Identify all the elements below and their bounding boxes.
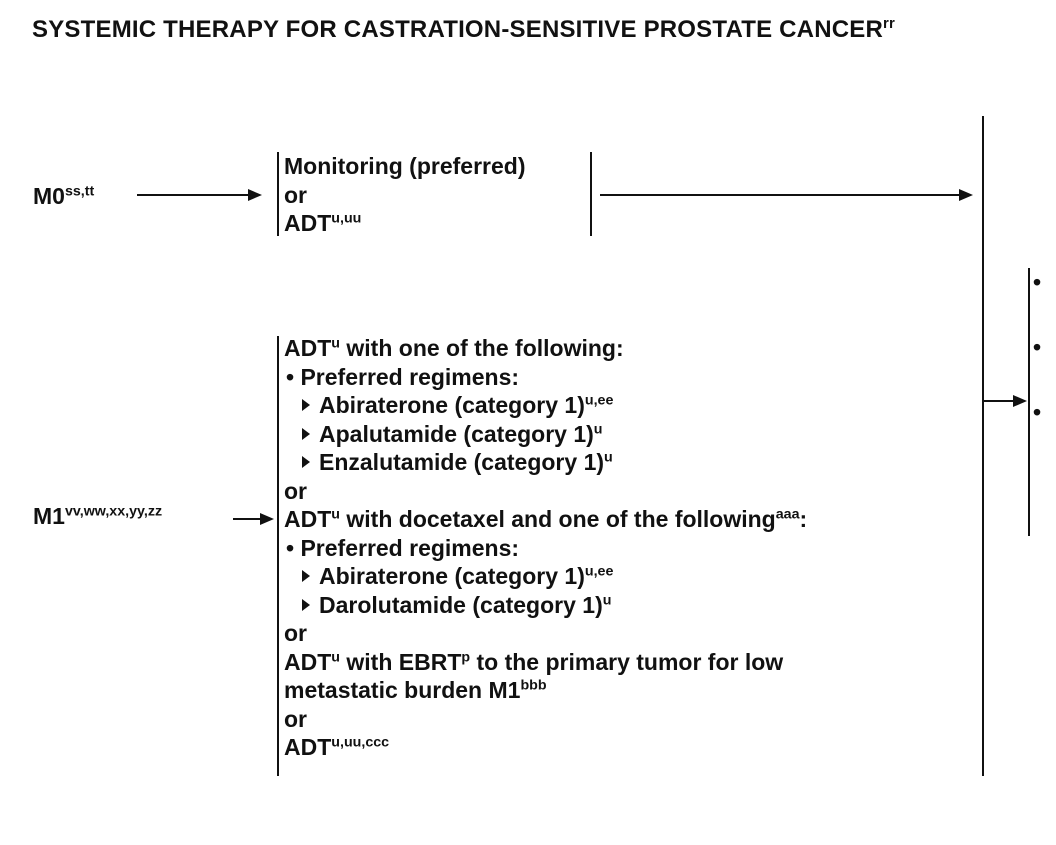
m1-option-b-item: Abiraterone (category 1)u,ee — [284, 562, 807, 591]
m1-option-a-heading: ADTu with one of the following: — [284, 335, 624, 361]
triangle-bullet-icon — [302, 570, 310, 582]
m1-or: or — [284, 620, 307, 646]
next-step-arrow-head — [1013, 395, 1027, 407]
m1-box: ADTu with one of the following: • Prefer… — [284, 334, 807, 762]
m1-arrow-head — [260, 513, 274, 525]
triangle-bullet-icon — [302, 456, 310, 468]
m0-adt: ADTu,uu — [284, 210, 362, 236]
m1-box-left-bracket — [277, 336, 279, 776]
m1-option-d: ADTu,uu,ccc — [284, 734, 390, 760]
m1-or: or — [284, 477, 307, 504]
m0-box: Monitoring (preferred) or ADTu,uu — [284, 152, 526, 238]
m0-right-arrow-head — [959, 189, 973, 201]
m0-box-right-bracket — [590, 152, 592, 236]
m1-option-a-item: Enzalutamide (category 1)u — [284, 448, 807, 477]
m1-label: M1vv,ww,xx,yy,zz — [33, 503, 163, 529]
m0-label: M0ss,tt — [33, 183, 95, 209]
m0-or: or — [284, 181, 307, 208]
page-title: SYSTEMIC THERAPY FOR CASTRATION-SENSITIV… — [32, 16, 895, 43]
m0-arrow-line — [137, 194, 249, 196]
m1-option-a-item: Apalutamide (category 1)u — [284, 420, 807, 449]
m1-option-a-preferred: • Preferred regimens: — [286, 363, 520, 390]
collector-line — [982, 116, 984, 776]
m1-option-b-item: Darolutamide (category 1)u — [284, 591, 807, 620]
triangle-bullet-icon — [302, 427, 310, 440]
m0-right-arrow-line — [600, 194, 960, 196]
m0-arrow-head — [248, 189, 262, 201]
triangle-bullet-icon — [302, 598, 310, 611]
next-step-arrow-line — [984, 400, 1014, 402]
next-step-box-bracket — [1028, 268, 1030, 536]
title-footnote: rr — [883, 16, 895, 32]
m0-monitoring: Monitoring (preferred) — [284, 153, 526, 179]
next-step-box-bullets: • • • — [1033, 269, 1042, 425]
triangle-bullet-icon — [302, 399, 310, 411]
m1-option-b-preferred: • Preferred regimens: — [286, 534, 520, 561]
m0-box-left-bracket — [277, 152, 279, 236]
m1-arrow-line — [233, 518, 261, 520]
m1-option-c-line1: ADTu with EBRTp to the primary tumor for… — [284, 648, 784, 675]
m1-option-c-line2: metastatic burden M1bbb — [284, 677, 547, 703]
m1-or: or — [284, 705, 307, 732]
m1-option-a-item: Abiraterone (category 1)u,ee — [284, 391, 807, 420]
m1-option-b-heading: ADTu with docetaxel and one of the follo… — [284, 506, 808, 532]
